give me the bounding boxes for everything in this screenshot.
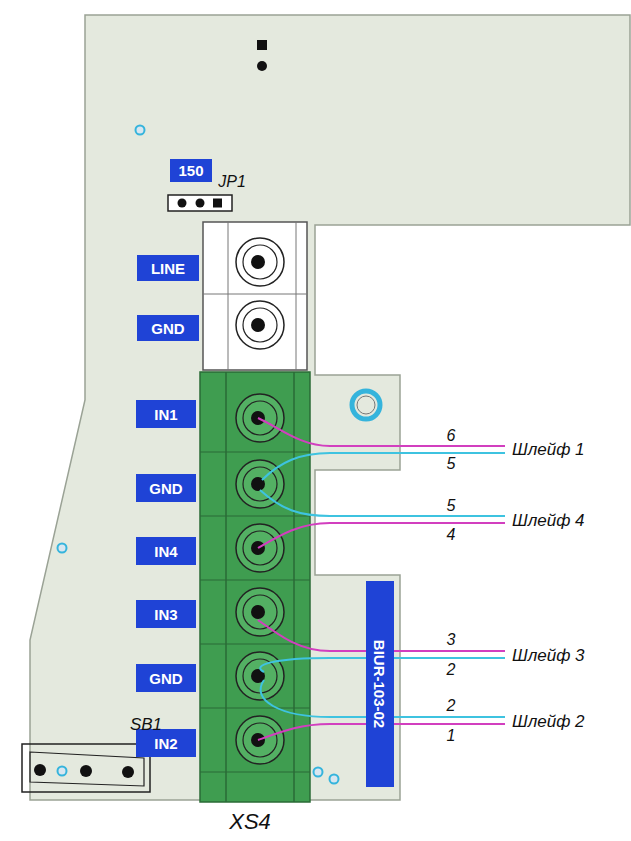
- jumper-header: [168, 195, 232, 211]
- terminal-screws: [236, 238, 284, 764]
- wire-number: 5: [447, 498, 456, 514]
- terminal-label: GND: [136, 664, 196, 692]
- label-text: BIUR-103-02: [373, 640, 388, 728]
- wire-number: 6: [447, 428, 456, 444]
- wire-number: 3: [447, 632, 456, 648]
- screw: [236, 524, 284, 572]
- label-text: IN1: [154, 407, 177, 422]
- terminal-label: IN2: [136, 729, 196, 757]
- label-text: GND: [151, 321, 184, 336]
- pad-square: [257, 40, 267, 50]
- label-text: LINE: [151, 261, 185, 276]
- label-text: IN3: [154, 607, 177, 622]
- terminal-label: IN3: [136, 600, 196, 628]
- mount-hole-inner: [357, 396, 375, 414]
- terminal-label: IN4: [136, 537, 196, 565]
- button-sb1: [22, 744, 150, 792]
- screw: [236, 238, 284, 286]
- label-text: IN2: [154, 736, 177, 751]
- loop-wires: [258, 418, 505, 740]
- white-terminal: [203, 222, 307, 370]
- label-text: IN4: [154, 544, 177, 559]
- board-marking: BIUR-103-02: [366, 581, 394, 787]
- loop-name: Шлейф 2: [512, 713, 585, 730]
- loop-name: Шлейф 4: [512, 512, 585, 529]
- terminal-label: GND: [136, 474, 196, 502]
- terminal-label: GND: [137, 315, 199, 341]
- screw: [236, 588, 284, 636]
- wire-number: 2: [447, 698, 456, 714]
- part-name: XS4: [229, 811, 271, 833]
- terminal-label: IN1: [136, 400, 196, 428]
- terminal-label: 150: [170, 159, 212, 182]
- loop-name: Шлейф 1: [512, 441, 585, 458]
- pad-round: [257, 61, 267, 71]
- label-text: GND: [149, 481, 182, 496]
- jumper-name: JP1: [218, 174, 246, 190]
- pcb-outline: [30, 15, 630, 800]
- terminal-label: LINE: [137, 255, 199, 281]
- label-text: 150: [178, 163, 203, 178]
- mount-hole: [352, 391, 380, 419]
- loop-name: Шлейф 3: [512, 647, 585, 664]
- part-name: SB1: [130, 716, 162, 733]
- wire-number: 5: [447, 456, 456, 472]
- screw: [236, 301, 284, 349]
- label-text: GND: [149, 671, 182, 686]
- wire-number: 2: [447, 662, 456, 678]
- wire-number: 4: [447, 527, 456, 543]
- wire-number: 1: [447, 728, 456, 744]
